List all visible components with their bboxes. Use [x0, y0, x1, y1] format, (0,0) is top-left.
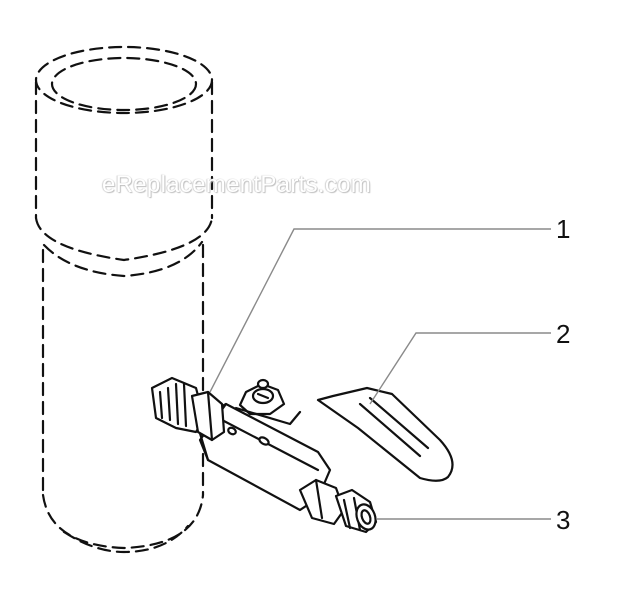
filter-housing-outline: [34, 45, 214, 554]
ball-valve-drawing: [150, 376, 454, 534]
watermark-text: eReplacementParts.com: [102, 171, 372, 198]
callout-2: 2: [556, 319, 571, 349]
leader-line-2: [369, 332, 551, 405]
leader-lines: [209, 228, 551, 520]
leader-line-1: [209, 228, 551, 393]
callout-3: 3: [556, 505, 571, 535]
callout-1: 1: [556, 214, 571, 244]
